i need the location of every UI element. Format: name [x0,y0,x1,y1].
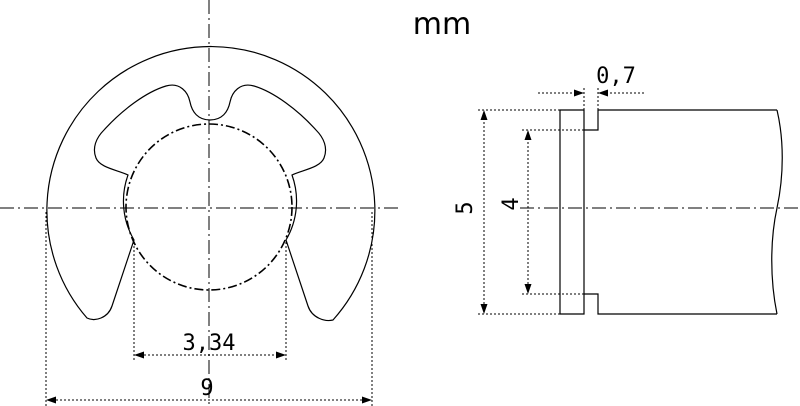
arrow-left [134,351,144,359]
thickness-label: 0,7 [596,64,636,89]
thickness-dimension: 0,7 [538,64,645,110]
units-label: mm [413,7,471,42]
e-clip-front-view: 3,34 9 [0,0,400,406]
opening-width-dimension: 3,34 [133,242,287,360]
arrow-right [362,396,372,404]
shaft-circle [125,123,293,291]
outer-height-label: 5 [453,201,478,214]
inner-height-dimension: 4 [499,129,584,295]
shaft-outline [559,109,777,315]
e-clip-outline [46,45,376,322]
arrow-left [46,396,56,404]
arrow-top [524,130,532,140]
opening-width-label: 3,34 [183,331,236,356]
outer-height-dimension: 5 [453,109,560,315]
arrow-right [598,89,608,97]
outer-diameter-dimension: 9 [45,212,373,406]
arrow-top [480,110,488,120]
arrow-left [574,89,584,97]
outer-diameter-label: 9 [200,376,213,401]
shaft-side-view: 0,7 5 4 [453,64,800,315]
inner-height-label: 4 [499,197,524,210]
arrow-right [276,351,286,359]
shaft-break-line [771,109,783,315]
arrow-bottom [480,304,488,314]
arrow-bottom [524,284,532,294]
